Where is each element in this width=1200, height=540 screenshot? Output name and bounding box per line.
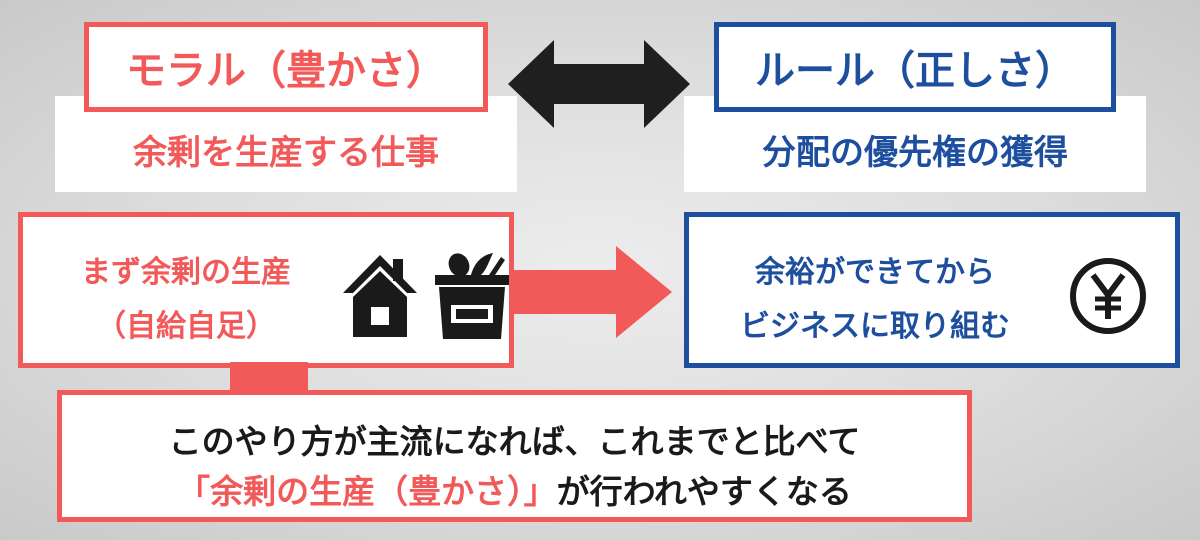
conclusion-highlight: 「余剰の生産（豊かさ）」	[177, 472, 557, 511]
first-step-line2: （自給自足）	[96, 309, 276, 344]
business-step-line1: 余裕ができてから	[755, 255, 995, 290]
rule-title-box: ルール（正しさ）	[714, 22, 1116, 112]
moral-title-box: モラル（豊かさ）	[84, 22, 488, 112]
moral-title: モラル（豊かさ）	[126, 48, 446, 94]
first-step-line1: まず余剰の生産	[81, 255, 291, 290]
first-step-box: まず余剰の生産 （自給自足）	[18, 212, 514, 368]
rule-title: ルール（正しさ）	[755, 48, 1075, 94]
business-step-box: 余裕ができてから ビジネスに取り組む	[684, 212, 1180, 368]
grocery-bag-icon	[435, 253, 509, 339]
rule-subtitle: 分配の優先権の獲得	[762, 132, 1068, 173]
moral-subtitle: 余剰を生産する仕事	[133, 132, 439, 173]
double-arrow-icon	[508, 40, 690, 128]
conclusion-rest: が行われやすくなる	[556, 472, 852, 511]
conclusion-line2: 「余剰の生産（豊かさ）」が行われやすくなる	[62, 465, 967, 513]
right-arrow-icon	[514, 246, 672, 338]
rule-subtitle-box: 分配の優先権の獲得	[684, 96, 1146, 192]
yen-coin-icon	[1070, 258, 1146, 334]
conclusion-box: このやり方が主流になれば、これまでと比べて 「余剰の生産（豊かさ）」が行われやす…	[57, 390, 972, 522]
conclusion-line1: このやり方が主流になれば、これまでと比べて	[168, 422, 861, 461]
house-icon	[343, 255, 417, 337]
moral-subtitle-box: 余剰を生産する仕事	[55, 96, 517, 192]
business-step-line2: ビジネスに取り組む	[740, 309, 1010, 344]
